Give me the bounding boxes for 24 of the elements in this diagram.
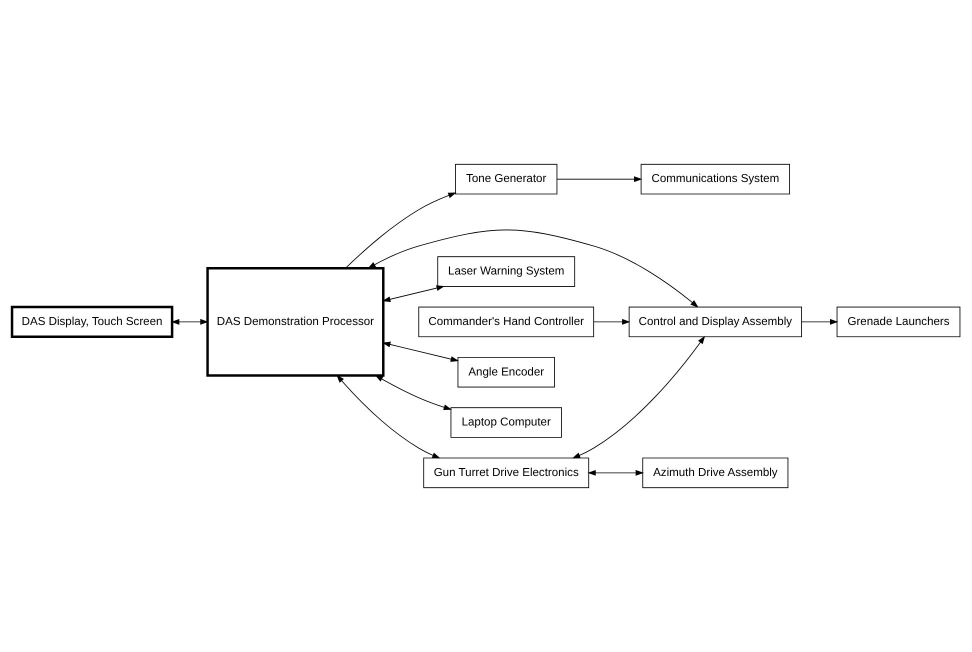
- node-box: Commander's Hand Controller: [418, 306, 594, 338]
- arrow: [368, 230, 699, 308]
- node-box: DAS Demonstration Processor: [206, 267, 385, 377]
- node-box: Tone Generator: [455, 164, 558, 194]
- node-box: Angle Encoder: [458, 356, 555, 388]
- arrow: [593, 318, 630, 325]
- node-box: Gun Turret Drive Electronics: [423, 458, 590, 488]
- arrow: [336, 374, 440, 458]
- arrow: [801, 318, 838, 325]
- arrow: [382, 285, 445, 302]
- node-box: Grenade Launchers: [836, 306, 960, 338]
- node-box: Azimuth Drive Assembly: [642, 458, 788, 488]
- arrow: [374, 374, 452, 410]
- arrow: [588, 470, 644, 476]
- node-box: Laser Warning System: [437, 256, 576, 287]
- node-box: DAS Display, Touch Screen: [10, 306, 174, 338]
- arrow: [345, 192, 456, 269]
- arrow: [171, 318, 208, 325]
- arrow: [556, 176, 642, 182]
- arrow: [572, 336, 706, 458]
- node-box: Laptop Computer: [450, 407, 562, 438]
- arrow: [382, 342, 459, 362]
- node-box: Communications System: [640, 164, 790, 194]
- node-box: Control and Display Assembly: [628, 306, 802, 338]
